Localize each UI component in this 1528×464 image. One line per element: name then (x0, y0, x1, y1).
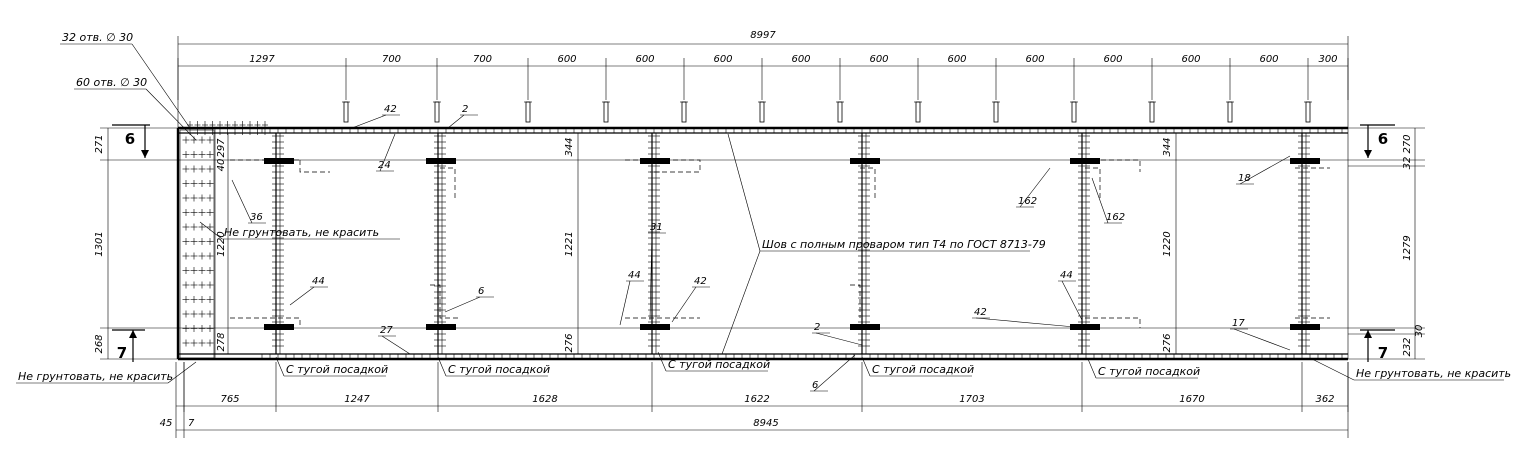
dim-top-segment: 600 (635, 54, 654, 65)
dim-panel4-bot: 276 (1162, 333, 1173, 352)
dim-bottom-segment: 362 (1315, 394, 1334, 405)
note-tight-fit: С тугой посадкой (872, 363, 974, 376)
dim-top-segment: 300 (1318, 54, 1337, 65)
dim-bottom-segment: 765 (220, 394, 239, 405)
callout-label: 36 (250, 212, 263, 223)
left-dimensions: 271 1301 268 297 40 1220 278 (94, 127, 229, 360)
section-marks: 6 7 6 7 (112, 124, 1395, 362)
note-weld: Шов с полным проваром тип Т4 по ГОСТ 871… (762, 238, 1046, 251)
dim-overall-bottom: 8945 (753, 418, 778, 429)
dim-bottom-segment: 1622 (744, 394, 769, 405)
section-mark-right: 6 (1378, 130, 1388, 148)
dim-panel2-top: 344 (564, 137, 575, 156)
section-mark-left-bottom: 7 (117, 344, 127, 362)
dim-top-segment: 600 (1259, 54, 1278, 65)
callout-label: 27 (380, 325, 393, 336)
dim-offset-bottom: 45 (160, 418, 173, 429)
callout-label: 162 (1106, 212, 1125, 223)
note-holes-32: 32 отв. ∅ 30 (62, 31, 133, 44)
dim-right-small-bottom: 30 (1414, 325, 1425, 338)
dim-left-inner-bottom: 278 (216, 332, 227, 351)
dim-right-bottom: 232 (1402, 337, 1413, 356)
callout-label: 44 (628, 270, 641, 281)
callout-label: 2 (814, 322, 820, 333)
dim-top-segment: 600 (1181, 54, 1200, 65)
top-dimension-chain: 8997 1297 700 700 600 600 600 600 600 600 600 600 6… (177, 30, 1349, 128)
note-holes-60: 60 отв. ∅ 30 (76, 76, 147, 89)
dim-bottom-segment: 1628 (532, 394, 557, 405)
callout-label: 42 (974, 307, 987, 318)
dim-top-segment: 600 (1103, 54, 1122, 65)
callout-label: 6 (812, 380, 818, 391)
section-mark-right-bottom: 7 (1378, 344, 1388, 362)
dim-bottom-segment: 1670 (1179, 394, 1204, 405)
callouts: 42 2 24 36 44 6 27 31 44 42 2 6 162 42 162 44 18 17 (231, 104, 1291, 392)
note-no-paint-upper: Не грунтовать, не красить (224, 226, 379, 239)
note-tight-fit: С тугой посадкой (448, 363, 550, 376)
callout-label: 6 (478, 286, 484, 297)
dim-left-inner-small: 40 (216, 159, 227, 172)
note-no-paint-lower-right: Не грунтовать, не красить (1356, 367, 1511, 380)
dim-offset-small-bottom: 7 (188, 418, 195, 429)
note-tight-fit: С тугой посадкой (1098, 365, 1200, 378)
dim-top-segment: 600 (791, 54, 810, 65)
dim-panel2-bot: 276 (564, 333, 575, 352)
dim-panel2-mid: 1221 (564, 231, 575, 256)
section-mark-left: 6 (125, 130, 135, 148)
dim-top-segment: 1297 (249, 54, 275, 65)
dim-overall-top: 8997 (750, 30, 776, 41)
dim-right-small-top: 32 (1402, 157, 1413, 170)
dim-left-bottom: 268 (94, 334, 105, 353)
dim-left-inner-middle: 1220 (216, 231, 227, 256)
right-dimensions: 270 32 1279 30 232 (1348, 127, 1425, 360)
notes: 32 отв. ∅ 30 60 отв. ∅ 30 Не грунтовать,… (16, 31, 1511, 384)
callout-label: 42 (384, 104, 397, 115)
note-no-paint-lower-left: Не грунтовать, не красить (18, 370, 173, 383)
note-tight-fit: С тугой посадкой (286, 363, 388, 376)
dim-top-segment: 600 (869, 54, 888, 65)
callout-label: 44 (1060, 270, 1073, 281)
dim-right-top: 270 (1402, 134, 1413, 153)
callout-label: 17 (1232, 318, 1245, 329)
dim-top-segment: 700 (382, 54, 401, 65)
callout-label: 2 (462, 104, 468, 115)
callout-label: 18 (1238, 173, 1251, 184)
panel-dimensions: 344 1221 276 344 1220 276 (564, 133, 1177, 354)
dim-top-segment: 600 (557, 54, 576, 65)
dim-bottom-segment: 1703 (959, 394, 984, 405)
dim-left-inner-top: 297 (216, 138, 227, 158)
dim-right-middle: 1279 (1402, 235, 1413, 260)
dim-panel4-top: 344 (1162, 137, 1173, 156)
note-tight-fit: С тугой посадкой (668, 358, 770, 371)
callout-label: 42 (694, 276, 707, 287)
callout-label: 162 (1018, 196, 1037, 207)
beam-body (176, 126, 1349, 361)
hidden-details (230, 159, 1330, 328)
callout-label: 44 (312, 276, 325, 287)
callout-label: 31 (650, 222, 663, 233)
left-bolt-field (179, 121, 268, 359)
dim-bottom-segment: 1247 (344, 394, 370, 405)
dim-left-middle: 1301 (94, 231, 105, 256)
dim-top-segment: 700 (473, 54, 492, 65)
dim-left-top: 271 (94, 134, 105, 153)
dim-top-segment: 600 (713, 54, 732, 65)
top-studs (342, 101, 1312, 123)
stiffeners (261, 128, 1343, 359)
callout-label: 24 (378, 160, 391, 171)
dim-panel4-mid: 1220 (1162, 231, 1173, 256)
dim-top-segment: 600 (947, 54, 966, 65)
dim-top-segment: 600 (1025, 54, 1044, 65)
bottom-dimension-chain: 765 1247 1628 1622 1703 1670 362 8945 45 7 (160, 362, 1349, 438)
